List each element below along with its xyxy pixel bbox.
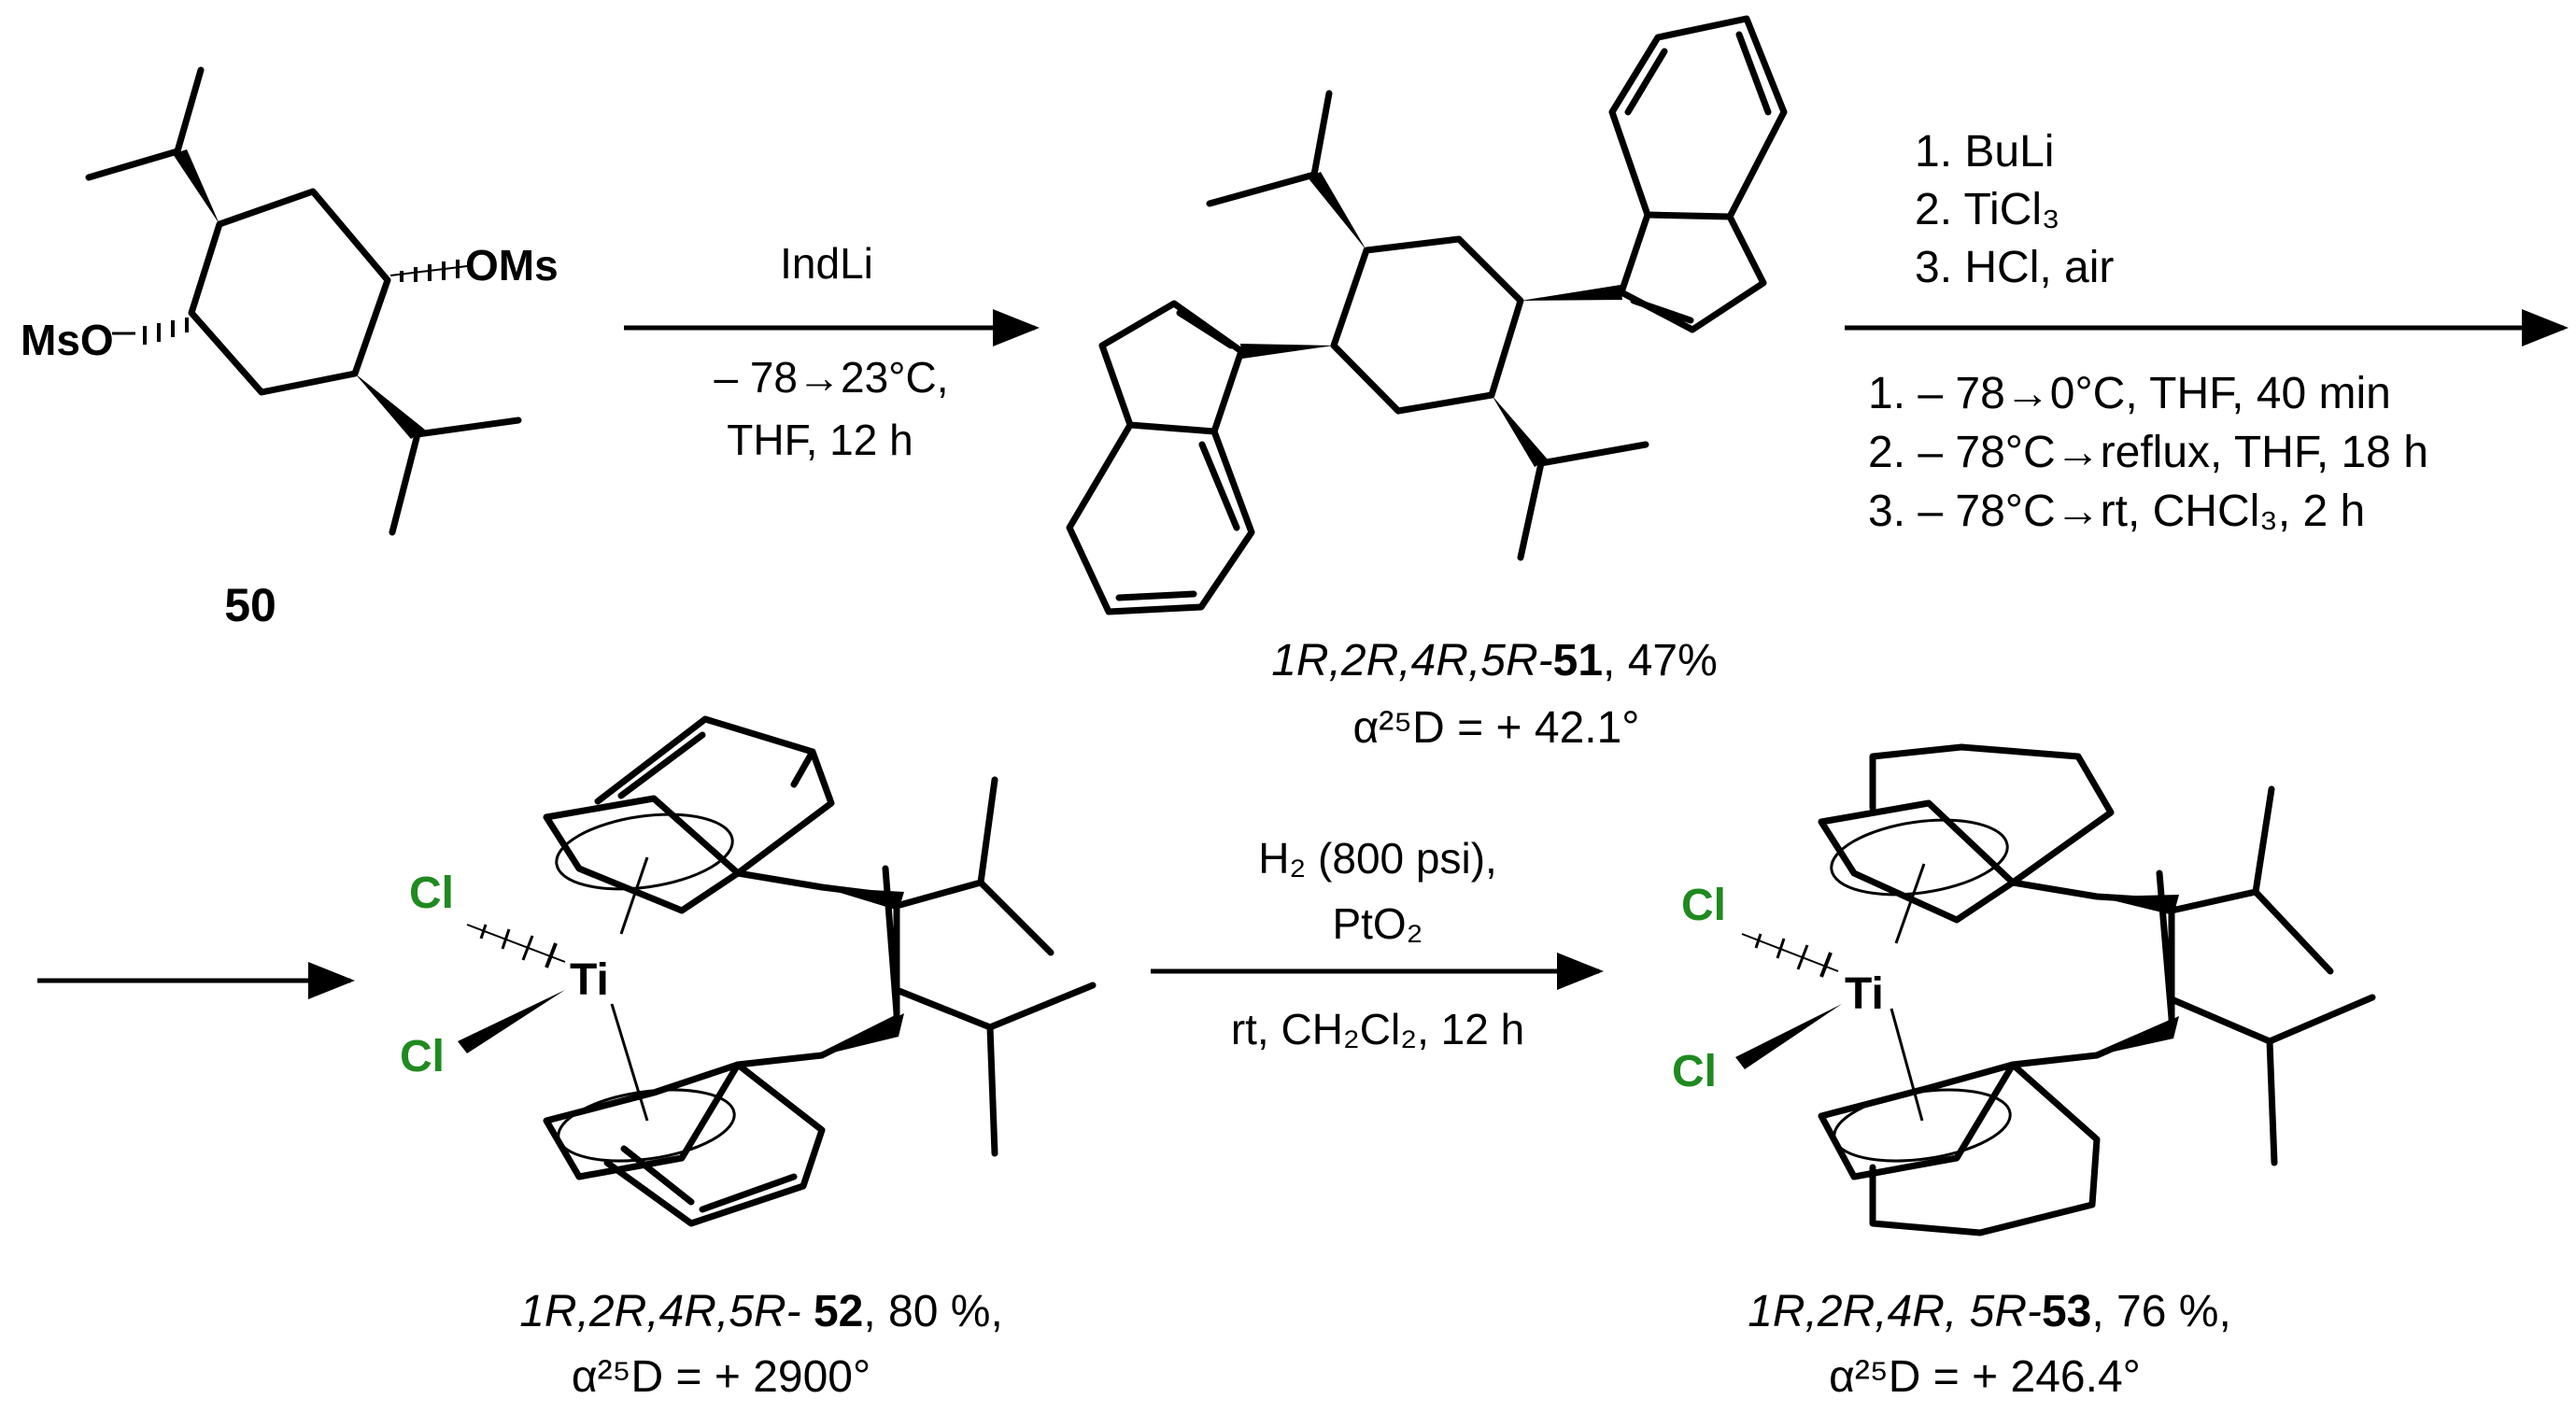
hash-bond-oms-right <box>389 260 468 282</box>
compound-53-rotation: α²⁵D = + 246.4° <box>1829 1352 2141 1402</box>
step-2-condition-3: 3. – 78°C→rt, CHCl₃, 2 h <box>1868 487 2365 536</box>
compound-51-rotation: α²⁵D = + 42.1° <box>1353 703 1640 753</box>
compound-52-cl-bottom: Cl <box>400 1032 445 1081</box>
step-3-arrow: H₂ (800 psi), PtO₂ rt, CH₂Cl₂, 12 h <box>1151 834 1604 1053</box>
hash-bond-oms-left <box>112 318 189 345</box>
step-2-reagent-1: 1. BuLi <box>1915 127 2054 177</box>
oms-label-left: MsO <box>21 316 114 364</box>
compound-53-structure: Ti Cl Cl <box>1672 743 2376 1236</box>
step-3-reagent-2: PtO₂ <box>1332 899 1422 948</box>
compound-52-structure: Ti Cl Cl <box>400 715 1097 1227</box>
compound-53-label: 1R,2R,4R, 5R-53, 76 %, α²⁵D = + 246.4° <box>1748 1287 2231 1402</box>
compound-53-ti: Ti <box>1845 969 1884 1019</box>
step-3-reagent-1: H₂ (800 psi), <box>1258 834 1497 883</box>
compound-50-structure: OMs MsO <box>21 66 559 536</box>
step-1-condition-solvent: THF, 12 h <box>727 416 913 464</box>
compound-53-stereo: 1R,2R,4R, 5R- <box>1748 1287 2042 1336</box>
compound-53-yield: , 76 %, <box>2091 1287 2230 1336</box>
compound-53-caption: 1R,2R,4R, 5R-53, 76 %, <box>1748 1287 2231 1336</box>
step-1-condition-temp: – 78→23°C, <box>714 353 948 402</box>
compound-51-caption: 1R,2R,4R,5R-51, 47% <box>1271 636 1718 685</box>
oms-label-right: OMs <box>465 241 559 290</box>
compound-52-label: 1R,2R,4R,5R- 52, 80 %, α²⁵D = + 2900° <box>519 1287 1003 1402</box>
compound-52-yield: , 80 %, <box>863 1287 1002 1336</box>
step-1-arrow: IndLi – 78→23°C, THF, 12 h <box>624 239 1040 464</box>
compound-52-caption: 1R,2R,4R,5R- 52, 80 %, <box>519 1287 1003 1336</box>
compound-52-stereo: 1R,2R,4R,5R- <box>519 1287 814 1336</box>
compound-52-number: 52 <box>814 1287 863 1336</box>
compound-51-number: 51 <box>1553 636 1603 685</box>
compound-51-label: 1R,2R,4R,5R-51, 47% α²⁵D = + 42.1° <box>1271 636 1718 753</box>
compound-53-number: 53 <box>2042 1287 2091 1336</box>
step-1-reagent: IndLi <box>780 239 873 288</box>
compound-53-cl-bottom: Cl <box>1672 1047 1717 1096</box>
compound-51-structure <box>1066 15 1788 615</box>
step-2-arrow: 1. BuLi 2. TiCl₃ 3. HCl, air 1. – 78→0°C… <box>1845 127 2569 536</box>
compound-52-cl-top: Cl <box>409 869 454 918</box>
compound-53-cl-top: Cl <box>1681 881 1726 930</box>
step-2-condition-2: 2. – 78°C→reflux, THF, 18 h <box>1868 428 2428 477</box>
compound-51-stereo: 1R,2R,4R,5R- <box>1271 636 1552 685</box>
step-2-reagent-3: 3. HCl, air <box>1915 243 2114 292</box>
compound-52-ti: Ti <box>570 955 609 1005</box>
step-2-condition-1: 1. – 78→0°C, THF, 40 min <box>1868 369 2391 418</box>
step-2-reagent-2: 2. TiCl₃ <box>1915 185 2060 234</box>
compound-52-rotation: α²⁵D = + 2900° <box>572 1352 870 1402</box>
step-3-conditions: rt, CH₂Cl₂, 12 h <box>1231 1005 1524 1053</box>
compound-50-number: 50 <box>224 579 276 631</box>
compound-51-yield: , 47% <box>1603 636 1718 685</box>
